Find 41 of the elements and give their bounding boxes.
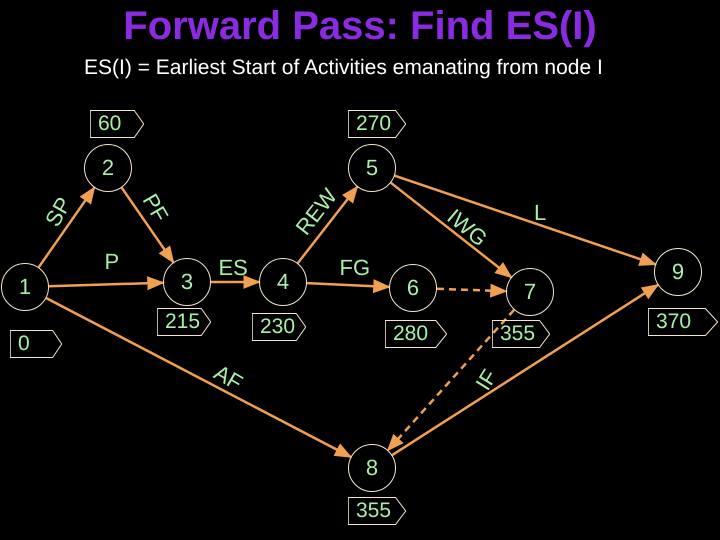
- event-circle: 9: [654, 248, 702, 296]
- edge-label: ES: [218, 255, 248, 281]
- time-tag: 355: [348, 497, 406, 525]
- edge-label: SP: [40, 192, 77, 232]
- event-circle: 3: [163, 258, 211, 306]
- edge-label: L: [534, 200, 546, 226]
- arrow: [306, 279, 391, 294]
- arrow: [38, 186, 96, 268]
- arrow: [46, 297, 352, 458]
- arrow: [211, 275, 261, 289]
- arrow: [48, 276, 165, 290]
- arrow: [436, 284, 508, 298]
- time-tag: 370: [648, 308, 718, 336]
- time-tag: 280: [385, 320, 447, 348]
- event-circle: 5: [348, 144, 396, 192]
- time-tag: 215: [157, 308, 211, 336]
- event-circle: 2: [84, 144, 132, 192]
- event-circle: 1: [1, 263, 49, 311]
- definition-text: ES(I) = Earliest Start of Activities emanating from node I: [84, 56, 603, 80]
- slide-title: Forward Pass: Find ES(I): [123, 4, 597, 49]
- edge-label: AF: [209, 360, 247, 396]
- time-tag: 0: [10, 330, 62, 358]
- event-circle: 4: [259, 258, 307, 306]
- time-tag: 355: [492, 320, 550, 348]
- edge-label: PF: [136, 189, 174, 227]
- arrow: [394, 174, 657, 266]
- time-tag: 60: [90, 110, 144, 138]
- event-circle: 6: [389, 264, 437, 312]
- arrow: [386, 309, 515, 452]
- time-tag: 230: [252, 313, 306, 341]
- event-circle: 8: [348, 444, 396, 492]
- arrow: [390, 182, 512, 278]
- event-circle: 7: [506, 268, 554, 316]
- edge-label: IWG: [442, 204, 492, 252]
- edge-label: IF: [470, 364, 503, 396]
- edge-label: FG: [340, 255, 370, 281]
- arrow: [296, 186, 358, 264]
- time-tag: 270: [348, 110, 406, 138]
- arrow: [392, 284, 660, 456]
- edge-label: P: [104, 249, 120, 275]
- arrow: [120, 187, 174, 264]
